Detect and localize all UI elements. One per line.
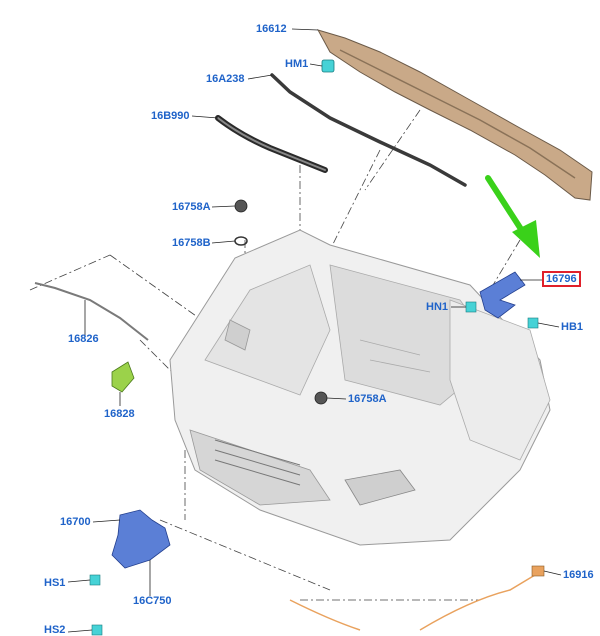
- hood-hinge-part: [479, 271, 526, 319]
- label-16826: 16826: [68, 333, 99, 345]
- insulator-ridge: [339, 49, 576, 179]
- release-cable-part: [289, 571, 541, 631]
- label-16916: 16916: [563, 569, 594, 581]
- vehicle-front-body: [169, 229, 551, 546]
- hm1-clip-part: [321, 59, 335, 73]
- label-16b990: 16B990: [151, 110, 190, 122]
- label-16c750: 16C750: [133, 595, 172, 607]
- bumper-16758a-lower-part: [314, 391, 328, 405]
- label-16700: 16700: [60, 516, 91, 528]
- hn1-nut-part: [465, 301, 477, 313]
- hood-insulator-part: [316, 29, 593, 201]
- prop-rod-part: [34, 282, 149, 341]
- label-16828: 16828: [104, 408, 135, 420]
- label-16758a-top: 16758A: [172, 201, 211, 213]
- label-hb1: HB1: [561, 321, 584, 333]
- label-16796-highlighted: 16796: [542, 271, 581, 287]
- label-hn1: HN1: [426, 301, 449, 313]
- label-16758a-bottom: 16758A: [348, 393, 387, 405]
- hood-latch-part: [111, 509, 171, 569]
- label-hs1: HS1: [44, 577, 66, 589]
- hood-seal-part: [270, 73, 467, 187]
- label-16612: 16612: [256, 23, 287, 35]
- label-hs2: HS2: [44, 624, 66, 636]
- label-hm1: HM1: [285, 58, 309, 70]
- rod-holder-part: [111, 361, 135, 393]
- bumper-16758a-part: [234, 199, 248, 213]
- cowl-seal-part: [215, 115, 328, 173]
- cable-connector-part: [531, 565, 545, 577]
- hs2-screw-part: [91, 624, 103, 636]
- label-16a238: 16A238: [206, 73, 245, 85]
- green-arrow-icon: [485, 175, 540, 258]
- label-16758b: 16758B: [172, 237, 211, 249]
- hb1-bolt-part: [527, 317, 539, 329]
- hs1-screw-part: [89, 574, 101, 586]
- leader-lines: [67, 28, 562, 633]
